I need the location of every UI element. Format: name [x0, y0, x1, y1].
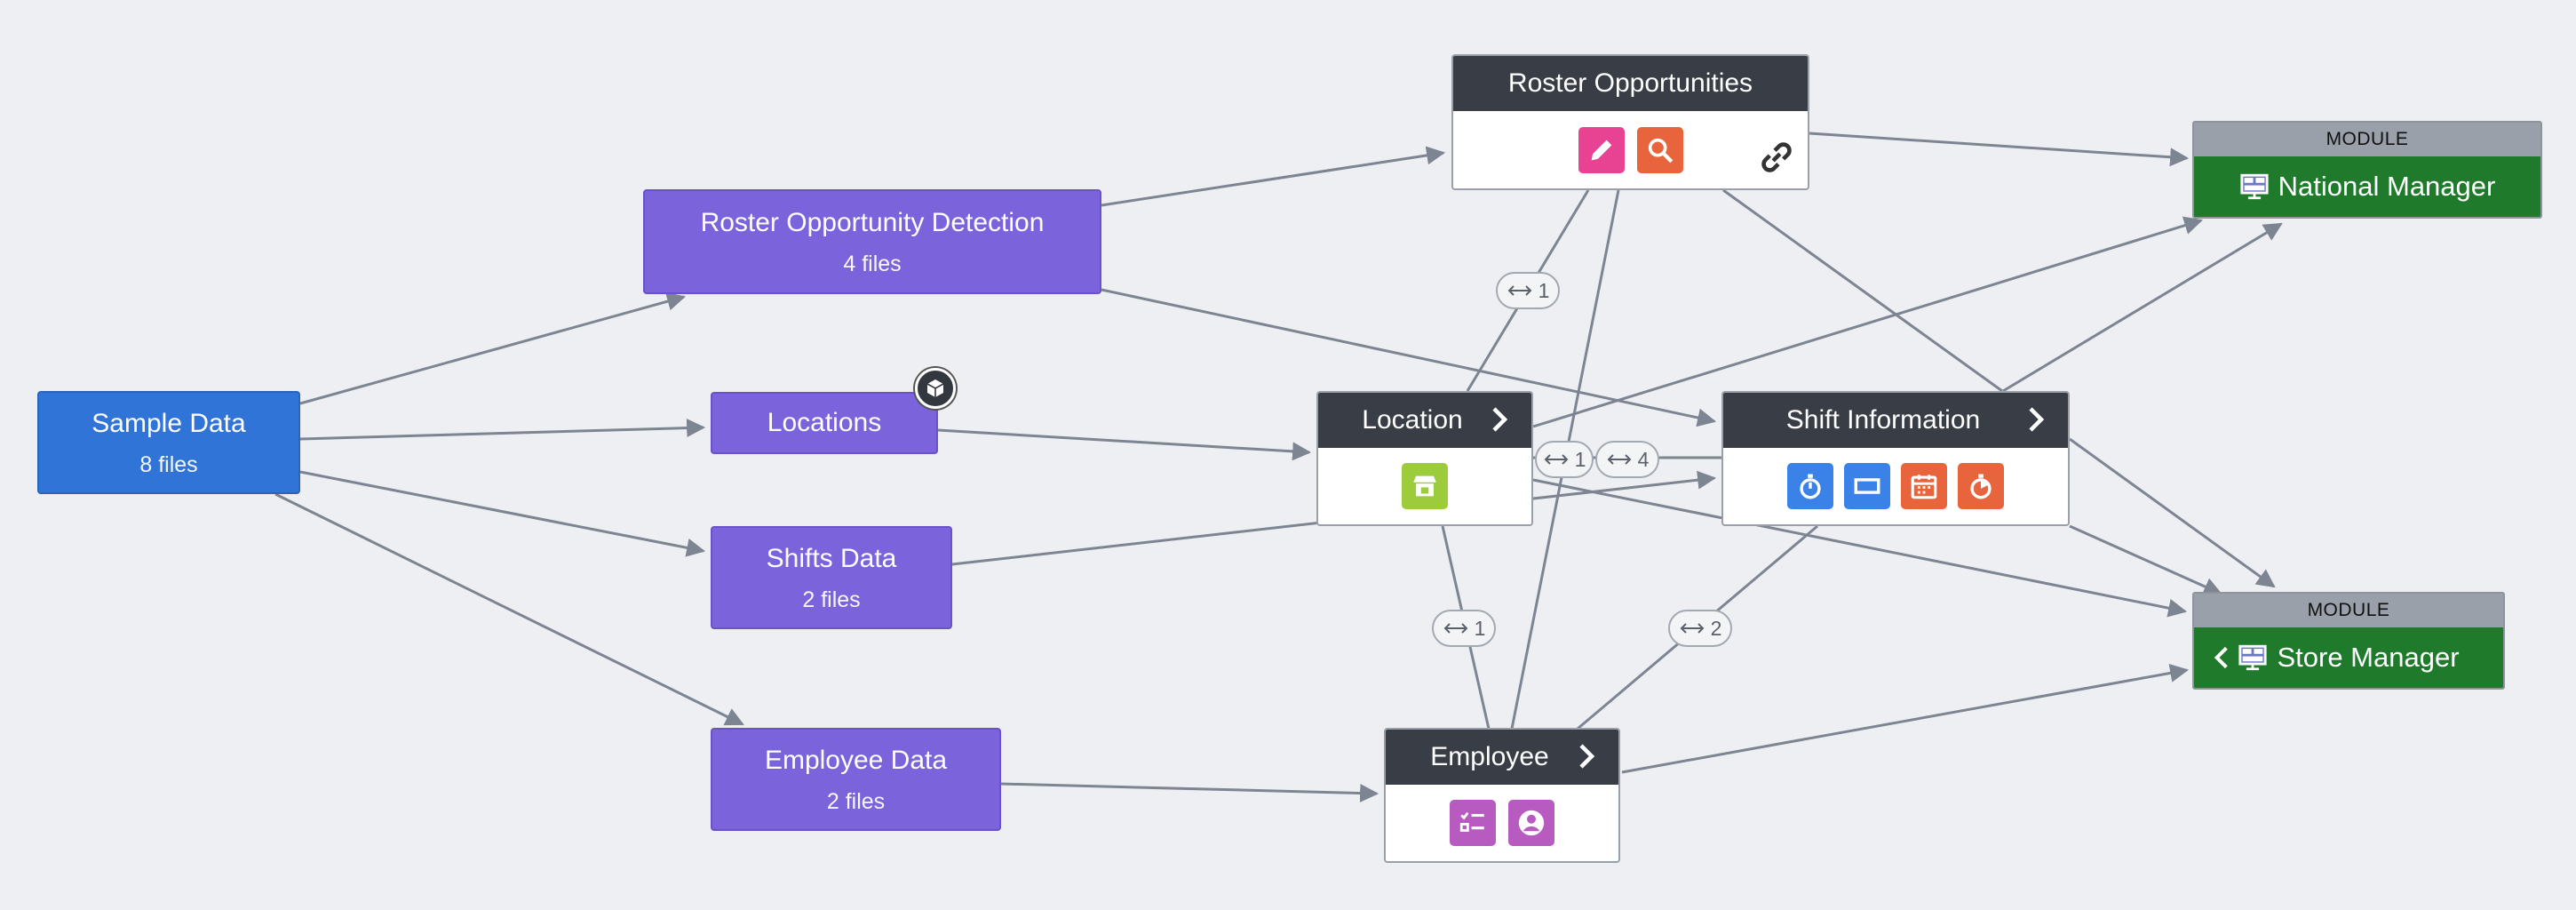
- roster-detection-file-count: 4 files: [843, 251, 902, 276]
- dashboard-icon: [2240, 173, 2269, 200]
- checklist-icon[interactable]: [1450, 800, 1496, 846]
- package-icon[interactable]: [915, 368, 956, 409]
- search-icon[interactable]: [1636, 126, 1683, 173]
- shifts-data-title: Shifts Data: [766, 543, 897, 573]
- roster-detection-title: Roster Opportunity Detection: [700, 207, 1045, 237]
- national-manager-title: National Manager: [2278, 171, 2496, 202]
- employee-data-node[interactable]: Employee Data 2 files: [711, 728, 1001, 831]
- roster-opportunities-title: Roster Opportunities: [1507, 68, 1753, 98]
- store-icon[interactable]: [1402, 463, 1448, 509]
- employee-data-file-count: 2 files: [826, 788, 886, 814]
- edge-locations-location[interactable]: [937, 428, 1312, 461]
- edge-employee-store[interactable]: [1621, 664, 2190, 774]
- link-badge-location-employee[interactable]: 1: [1432, 610, 1496, 647]
- stopwatch-icon[interactable]: [1787, 463, 1833, 509]
- sample-data-node[interactable]: Sample Data 8 files: [37, 391, 300, 494]
- edge-sample-employee-data[interactable]: [274, 492, 744, 726]
- employee-data-title: Employee Data: [764, 745, 948, 775]
- link-count: 2: [1710, 616, 1722, 640]
- link-icon[interactable]: [1756, 137, 1797, 178]
- user-icon[interactable]: [1508, 800, 1554, 846]
- locations-node[interactable]: Locations: [711, 392, 938, 454]
- shift-information-header: Shift Information: [1723, 393, 2068, 448]
- chevron-right-icon[interactable]: [1483, 403, 1515, 435]
- calendar-icon[interactable]: [1901, 463, 1947, 509]
- location-title: Location: [1362, 405, 1463, 435]
- national-manager-body: National Manager: [2194, 156, 2540, 217]
- sample-data-file-count: 8 files: [139, 451, 198, 477]
- edge-location-national[interactable]: [1532, 216, 2204, 428]
- shift-information-icons: [1723, 448, 2068, 524]
- employee-node[interactable]: Employee: [1384, 728, 1620, 863]
- chevron-left-icon[interactable]: [2206, 643, 2237, 672]
- bidirectional-arrow-icon: [1544, 454, 1569, 465]
- location-icons: [1318, 448, 1531, 524]
- chevron-right-icon[interactable]: [1570, 740, 1602, 772]
- bidirectional-arrow-icon: [1443, 623, 1468, 634]
- link-count: 1: [1474, 616, 1486, 640]
- edge-shift-store-2[interactable]: [2069, 524, 2222, 595]
- link-count: 1: [1574, 447, 1586, 471]
- employee-title: Employee: [1430, 742, 1549, 771]
- module-tag: MODULE: [2194, 594, 2503, 627]
- store-manager-title: Store Manager: [2277, 642, 2460, 673]
- bidirectional-arrow-icon: [1607, 454, 1632, 465]
- store-manager-module[interactable]: MODULE Store Manager: [2192, 592, 2505, 690]
- shifts-data-node[interactable]: Shifts Data 2 files: [711, 526, 952, 629]
- store-manager-body: Store Manager: [2194, 627, 2503, 688]
- edge-location-store[interactable]: [1532, 478, 2188, 618]
- timer-icon[interactable]: [1958, 463, 2004, 509]
- roster-opportunities-icons: [1453, 111, 1808, 188]
- roster-opportunities-header: Roster Opportunities: [1453, 56, 1808, 111]
- rectangle-icon[interactable]: [1844, 463, 1890, 509]
- edge-detection-roster-opps[interactable]: [1101, 146, 1446, 207]
- roster-opportunities-node[interactable]: Roster Opportunities: [1451, 54, 1809, 190]
- edge-roster-national[interactable]: [1809, 132, 2190, 167]
- module-tag: MODULE: [2194, 123, 2540, 156]
- edge-shift-store[interactable]: [2069, 437, 2276, 588]
- edge-detection-shift-info[interactable]: [1101, 288, 1717, 427]
- location-node[interactable]: Location: [1316, 391, 1533, 526]
- edge-sample-locations[interactable]: [299, 419, 706, 441]
- link-badge-roster-location[interactable]: 1: [1496, 272, 1560, 309]
- link-roster-shift[interactable]: [1722, 188, 2003, 393]
- link-badge-location-shift[interactable]: 1: [1535, 441, 1594, 478]
- bidirectional-arrow-icon: [1507, 285, 1532, 296]
- dashboard-icon: [2238, 644, 2268, 671]
- chevron-right-icon[interactable]: [2020, 403, 2052, 435]
- edge-shift-national[interactable]: [2002, 222, 2283, 393]
- link-count: 1: [1538, 278, 1550, 302]
- location-header: Location: [1318, 393, 1531, 448]
- sample-data-title: Sample Data: [91, 408, 246, 438]
- shifts-data-file-count: 2 files: [802, 587, 861, 612]
- link-count: 4: [1637, 447, 1650, 471]
- bidirectional-arrow-icon: [1680, 623, 1705, 634]
- shift-information-title: Shift Information: [1785, 405, 1981, 435]
- pencil-icon[interactable]: [1578, 126, 1625, 173]
- employee-header: Employee: [1386, 730, 1618, 785]
- shift-information-node[interactable]: Shift Information: [1721, 391, 2070, 526]
- edge-employee-data-employee[interactable]: [1000, 782, 1379, 803]
- edge-sample-shifts[interactable]: [299, 470, 706, 557]
- link-badge-shift-extra[interactable]: 4: [1595, 441, 1659, 478]
- roster-detection-node[interactable]: Roster Opportunity Detection 4 files: [643, 189, 1101, 294]
- national-manager-module[interactable]: MODULE National Manager: [2192, 121, 2542, 219]
- link-badge-shift-employee[interactable]: 2: [1668, 610, 1732, 647]
- employee-icons: [1386, 785, 1618, 861]
- edge-sample-roster-detection[interactable]: [299, 291, 687, 405]
- locations-title: Locations: [767, 408, 882, 437]
